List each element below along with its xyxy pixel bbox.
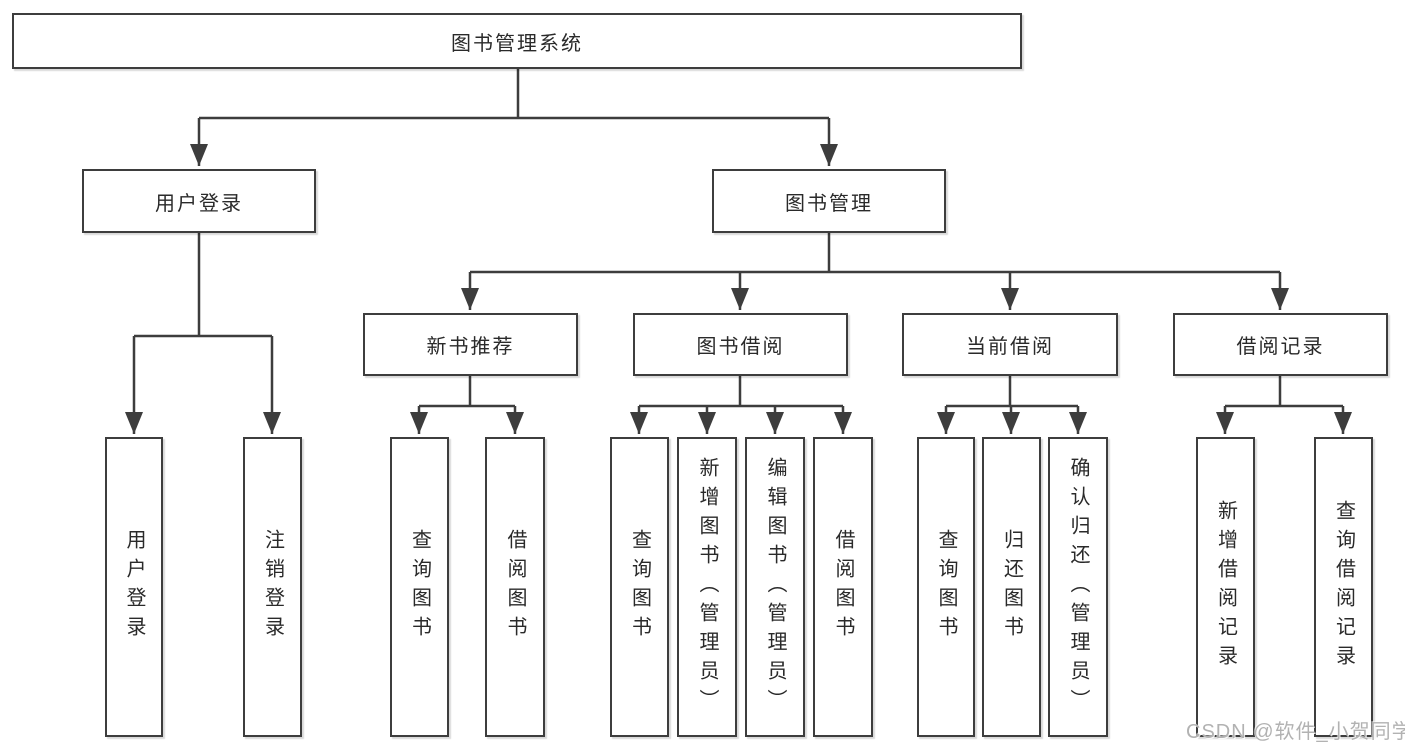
leaf-label: 确认归还（管理员） bbox=[1067, 456, 1089, 718]
node-user-login: 用户登录 bbox=[82, 169, 316, 233]
node-current-borrow: 当前借阅 bbox=[902, 313, 1118, 376]
node-label: 用户登录 bbox=[155, 192, 243, 215]
connector-book-borrow-rail bbox=[639, 376, 843, 408]
leaf-return-book: 归还图书 bbox=[982, 437, 1041, 737]
node-book-borrow: 图书借阅 bbox=[633, 313, 848, 376]
connector-root-rail bbox=[199, 69, 829, 120]
leaf-label: 编辑图书（管理员） bbox=[764, 456, 786, 718]
leaf-query-books-3: 查询图书 bbox=[917, 437, 975, 737]
leaf-add-borrow-record: 新增借阅记录 bbox=[1196, 437, 1255, 737]
leaf-query-books-1: 查询图书 bbox=[390, 437, 449, 737]
connector-book-management-rail bbox=[470, 233, 1280, 274]
node-new-book-recommend: 新书推荐 bbox=[363, 313, 578, 376]
leaf-query-books-2: 查询图书 bbox=[610, 437, 669, 737]
connector-borrow-records-rail bbox=[1225, 376, 1343, 408]
connector-current-borrow-rail bbox=[946, 376, 1078, 408]
leaf-label: 查询图书 bbox=[628, 529, 651, 645]
leaf-user-login: 用户登录 bbox=[105, 437, 163, 737]
leaf-label: 归还图书 bbox=[1000, 529, 1023, 645]
leaf-label: 查询图书 bbox=[408, 529, 431, 645]
node-label: 图书管理 bbox=[785, 192, 873, 215]
connector-new-book-recommend-rail bbox=[419, 376, 515, 408]
node-label: 图书借阅 bbox=[696, 336, 785, 358]
leaf-add-book-admin: 新增图书（管理员） bbox=[677, 437, 737, 737]
node-borrow-records: 借阅记录 bbox=[1173, 313, 1388, 376]
node-label: 新书推荐 bbox=[426, 336, 515, 358]
csdn-watermark: CSDN @软件_小贺同学 bbox=[1186, 721, 1405, 743]
leaf-label: 注销登录 bbox=[261, 529, 284, 645]
leaf-label: 借阅图书 bbox=[832, 529, 854, 645]
leaf-edit-book-admin: 编辑图书（管理员） bbox=[745, 437, 805, 737]
leaf-borrow-books-1: 借阅图书 bbox=[485, 437, 545, 737]
leaf-label: 借阅图书 bbox=[504, 529, 526, 645]
node-library-management-system: 图书管理系统 bbox=[12, 13, 1022, 69]
leaf-label: 查询图书 bbox=[935, 529, 957, 645]
node-label: 借阅记录 bbox=[1236, 336, 1325, 358]
connector-user-login-rail bbox=[134, 233, 272, 338]
node-label: 当前借阅 bbox=[966, 336, 1054, 358]
leaf-label: 用户登录 bbox=[123, 529, 145, 645]
leaf-label: 新增借阅记录 bbox=[1214, 500, 1237, 674]
node-label: 图书管理系统 bbox=[451, 32, 583, 55]
node-book-management: 图书管理 bbox=[712, 169, 946, 233]
leaf-label: 查询借阅记录 bbox=[1332, 500, 1355, 674]
leaf-confirm-return-admin: 确认归还（管理员） bbox=[1048, 437, 1108, 737]
leaf-borrow-books-2: 借阅图书 bbox=[813, 437, 873, 737]
leaf-label: 新增图书（管理员） bbox=[696, 456, 718, 718]
leaf-query-borrow-record: 查询借阅记录 bbox=[1314, 437, 1373, 737]
leaf-logout: 注销登录 bbox=[243, 437, 302, 737]
